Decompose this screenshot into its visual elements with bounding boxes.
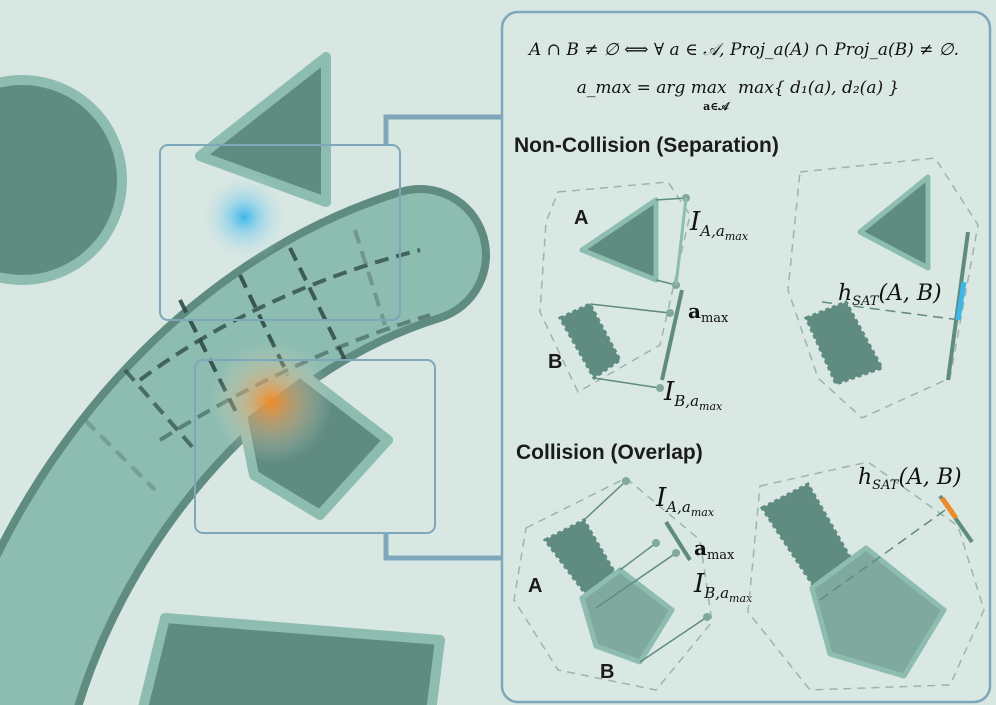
nc-interval-b-label: IB,amax (663, 377, 723, 413)
background-circle (0, 75, 127, 285)
nc-separation-dash (821, 301, 961, 321)
detail-panel (500, 10, 992, 704)
c-overlap-segment (939, 496, 959, 520)
c-projection-lines (583, 480, 708, 663)
connector-bottom (383, 533, 502, 561)
collision-heading: Collision (Overlap) (516, 441, 703, 464)
formula-argmax-subscript: a∈𝒜 (703, 100, 730, 113)
c-shape-b-right (809, 545, 947, 679)
nc-interval-a-bar (674, 197, 688, 286)
nc-axis (660, 289, 684, 381)
c-interval-b-label: IB,amax (693, 569, 753, 605)
c-label-a: A (528, 575, 542, 597)
zoom-box-separation (159, 144, 401, 321)
zoom-box-overlap (194, 359, 436, 534)
c-label-b: B (600, 661, 614, 683)
nc-shape-a (579, 197, 659, 283)
nc-shape-b (557, 302, 622, 381)
c-axis-label: amax (694, 536, 735, 563)
formula-line-2: a_max = arg max max{ d₁(a), d₂(a) } (577, 78, 900, 98)
non-collision-heading: Non-Collision (Separation) (514, 134, 779, 157)
nc-hull-left (539, 181, 691, 394)
c-hull-left (513, 477, 713, 691)
nc-interval-a-label: IA,amax (689, 207, 749, 243)
nc-label-b: B (548, 351, 562, 373)
connector-top (383, 114, 502, 145)
nc-separation-gap (955, 281, 967, 321)
c-axis (664, 520, 692, 562)
nc-label-a: A (574, 207, 588, 229)
nc-axis-label: amax (688, 299, 729, 326)
nc-projection-lines-a (589, 197, 687, 389)
separation-glow (198, 171, 290, 263)
background-rectangle (138, 613, 445, 705)
c-endpoints (622, 477, 711, 621)
c-interval-a-label: IA,amax (655, 483, 715, 519)
formula-line-1: A ∩ B ≠ ∅ ⟺ ∀ a ∈ 𝒜, Proj_a(A) ∩ Proj_a(… (527, 40, 959, 60)
nc-hull-right (787, 157, 979, 419)
nc-distance-label: hSAT(A, B) (838, 281, 942, 309)
c-distance-label: hSAT(A, B) (858, 465, 962, 493)
curved-road (0, 193, 482, 705)
nc-shape-a-right (857, 174, 931, 271)
c-overlap-dash (819, 507, 949, 601)
overlap-glow (209, 340, 333, 464)
nc-shape-b-right (803, 300, 885, 386)
c-hull-right (747, 461, 985, 691)
c-shape-b (579, 567, 675, 665)
